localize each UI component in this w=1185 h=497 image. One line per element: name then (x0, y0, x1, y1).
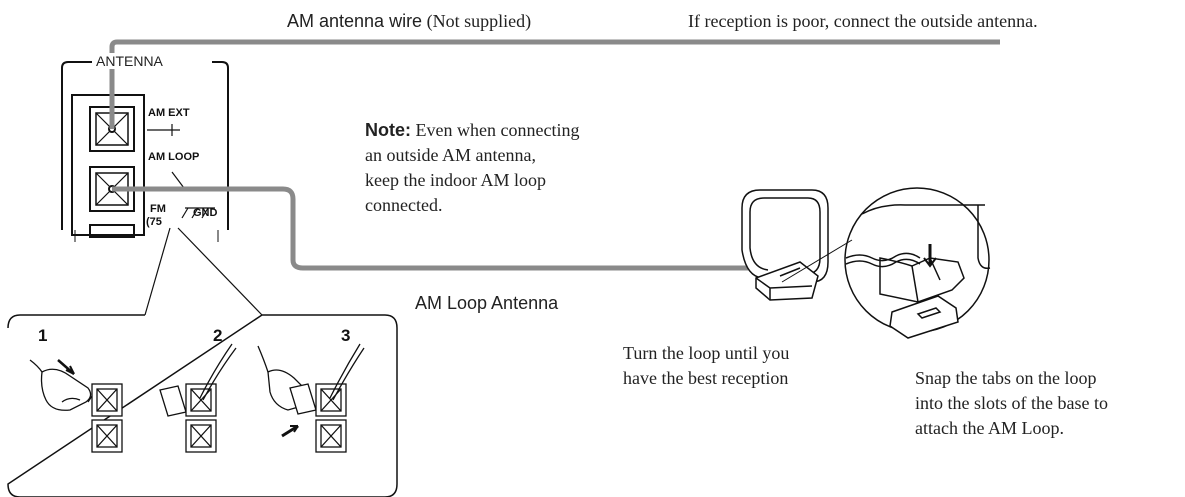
wire-caption: AM antenna wire (Not supplied) (287, 11, 531, 32)
panel-marks (147, 124, 215, 219)
note-line-1: Even when connecting (411, 120, 580, 140)
inset-step3-drawing (257, 343, 365, 453)
am-antenna-wire (109, 39, 1000, 129)
inset-step1-drawing (29, 359, 123, 453)
step-number-1: 1 (38, 326, 48, 345)
step-number-2: 2 (213, 326, 223, 345)
terminal-column (71, 94, 145, 236)
note-block: Note: Even when connecting an outside AM… (365, 118, 579, 218)
snap-tabs-line-2: into the slots of the base to (915, 393, 1108, 413)
wire-note: (Not supplied) (426, 11, 532, 31)
turn-loop-line-1: Turn the loop until you (623, 343, 790, 363)
inset-box (7, 314, 398, 497)
zoom-lines (144, 227, 263, 316)
fm-impedance-label: (75 (146, 216, 162, 228)
detail-pointer (781, 239, 853, 283)
fm-terminal (89, 224, 135, 238)
loop-antenna-drawing (741, 189, 829, 301)
panel-title: ANTENNA (94, 53, 165, 69)
snap-tabs-caption: Snap the tabs on the loop into the slots… (915, 366, 1108, 441)
am-loop-label: AM LOOP (148, 151, 200, 163)
note-label: Note: (365, 120, 411, 140)
turn-loop-caption: Turn the loop until you have the best re… (623, 341, 789, 391)
loop-antenna-label: AM Loop Antenna (415, 293, 559, 313)
snap-tabs-line-1: Snap the tabs on the loop (915, 368, 1097, 388)
inset-step2-drawing (159, 343, 237, 453)
step-number-3: 3 (341, 326, 351, 345)
am-loop-wire (112, 186, 770, 271)
snap-tabs-line-3: attach the AM Loop. (915, 418, 1064, 438)
note-line-3: keep the indoor AM loop (365, 170, 546, 190)
outside-antenna-tip: If reception is poor, connect the outsid… (688, 11, 1038, 31)
wire-title: AM antenna wire (287, 11, 423, 31)
am-ext-label: AM EXT (148, 107, 190, 119)
note-line-4: connected. (365, 195, 443, 215)
detail-circle (844, 187, 991, 339)
turn-loop-line-2: have the best reception (623, 368, 789, 388)
fm-label: FM (150, 203, 166, 215)
gnd-label: GND (193, 207, 218, 219)
note-line-2: an outside AM antenna, (365, 145, 536, 165)
